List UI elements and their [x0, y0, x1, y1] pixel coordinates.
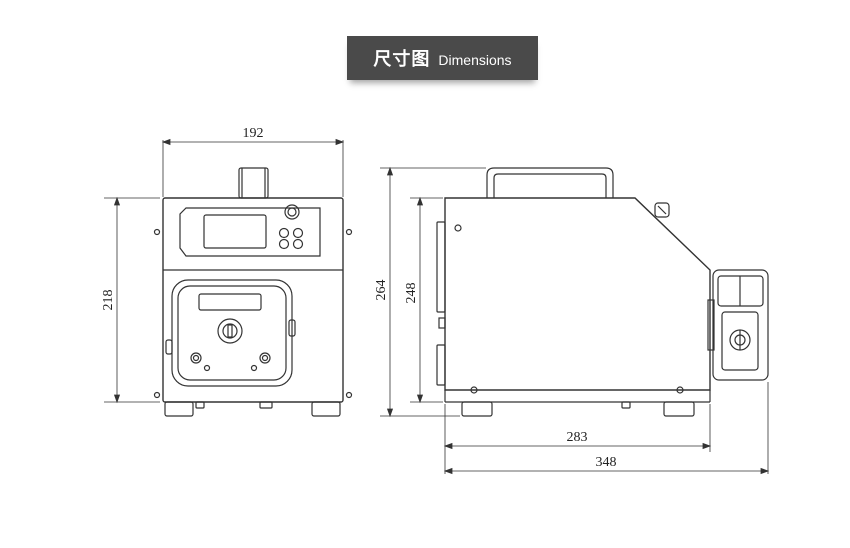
side-dimensions: [380, 166, 770, 475]
dim-front-height: 218: [101, 290, 116, 311]
dim-side-total-height: 264: [374, 280, 389, 301]
title-banner: 尺寸图 Dimensions: [347, 36, 538, 80]
dim-side-body-height: 248: [404, 283, 419, 304]
dim-side-total-depth: 348: [596, 455, 617, 470]
title-chinese: 尺寸图: [373, 49, 431, 70]
dim-side-body-depth: 283: [567, 430, 588, 445]
title-english: Dimensions: [438, 52, 512, 68]
front-dimensions: [104, 138, 345, 404]
front-view: [153, 167, 353, 417]
side-view: [436, 167, 769, 417]
dim-front-width: 192: [243, 126, 264, 141]
